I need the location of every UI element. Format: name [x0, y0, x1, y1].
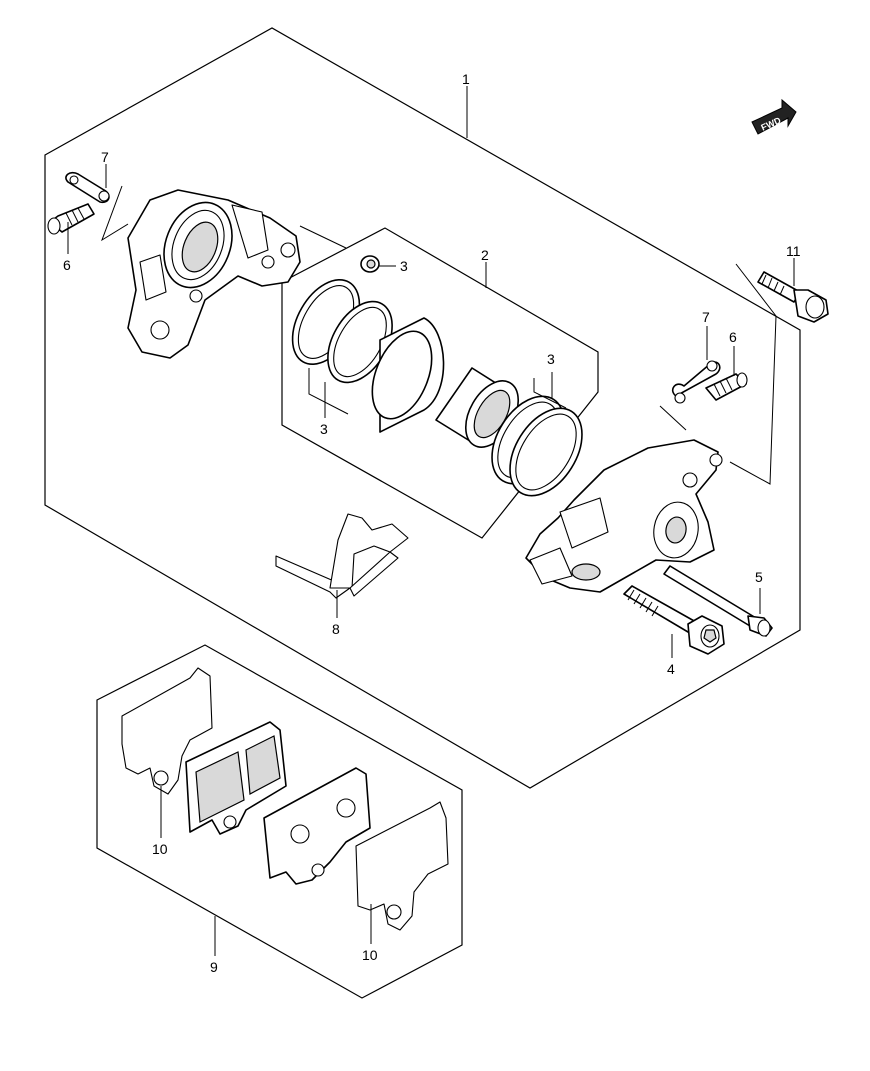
callout-9: 9	[210, 959, 218, 975]
callout-2: 2	[481, 247, 489, 263]
caliper-body-inner	[127, 189, 301, 359]
bleeder-screw-right	[705, 372, 748, 401]
callout-8: 8	[332, 621, 340, 637]
piston-left	[371, 317, 445, 433]
leader-bracket-right-bottom	[659, 405, 687, 431]
bleeder-cap-right	[671, 360, 721, 404]
bolt-11	[757, 271, 829, 323]
callout-5: 5	[755, 569, 763, 585]
pin-5	[663, 565, 773, 637]
callout-6a: 6	[63, 257, 71, 273]
pad-set-frame	[96, 644, 463, 999]
callout-3c: 3	[547, 351, 555, 367]
leader-bracket-left	[101, 185, 129, 242]
pad-shim-left	[121, 667, 213, 795]
callout-7b: 7	[702, 309, 710, 325]
callout-3b: 3	[320, 421, 328, 437]
piston-kit-frame	[281, 227, 599, 539]
dust-seal-right	[509, 407, 583, 497]
callout-6b: 6	[729, 329, 737, 345]
callout-4: 4	[667, 661, 675, 677]
bleeder-cap-left	[65, 171, 110, 204]
leader-bracket-pistons	[299, 225, 347, 249]
callout-10a: 10	[152, 841, 168, 857]
callout-3a: 3	[400, 258, 408, 274]
leader-3c	[533, 378, 567, 409]
dust-seal-left	[327, 300, 393, 384]
callout-7a: 7	[101, 149, 109, 165]
pad-spring	[275, 513, 409, 599]
callout-10b: 10	[362, 947, 378, 963]
callout-1: 1	[462, 71, 470, 87]
bleeder-screw-left	[47, 203, 95, 235]
cap-3	[360, 255, 380, 273]
brake-pad-right	[263, 767, 371, 885]
pad-shim-right	[355, 801, 449, 931]
callout-11: 11	[786, 243, 801, 259]
fwd-direction-badge: FWD	[751, 98, 797, 135]
caliper-assembly-frame	[44, 27, 801, 789]
leader-3b	[308, 368, 349, 415]
brake-pad-left	[185, 721, 287, 835]
leader-bracket-right	[729, 263, 777, 485]
caliper-body-outer	[525, 439, 723, 593]
bolt-4	[623, 585, 725, 655]
